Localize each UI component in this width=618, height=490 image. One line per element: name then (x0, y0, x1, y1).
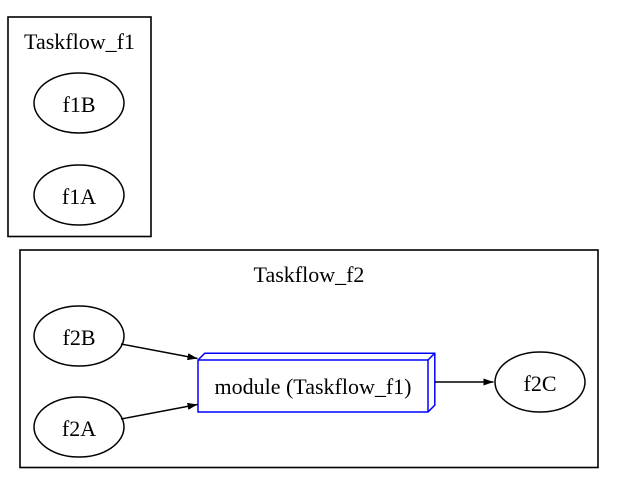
node-module-corner-edge (427, 352, 436, 361)
node-f2c-label: f2C (524, 371, 557, 396)
cluster-taskflow-f2: Taskflow_f2 f2B f2A module (Taskflow_f1)… (19, 249, 599, 469)
node-f2b-label: f2B (63, 325, 96, 350)
cluster-taskflow-f1-border (7, 16, 152, 238)
edge-f2b-to-module (120, 343, 198, 361)
node-f1a-label: f1A (62, 184, 96, 209)
cluster-taskflow-f2-border (19, 249, 599, 469)
node-f2a-label: f2A (62, 416, 96, 441)
node-f2c-ellipse (494, 351, 586, 413)
node-f2a-ellipse (33, 396, 125, 458)
node-f1a-ellipse (33, 164, 125, 226)
node-module-outline (197, 352, 436, 413)
node-module-box3d: module (Taskflow_f1) (197, 352, 436, 413)
node-f1b-label: f1B (63, 92, 96, 117)
node-f2b-ellipse (33, 305, 125, 367)
node-f2c: f2C (494, 351, 586, 413)
cluster-taskflow-f1: Taskflow_f1 f1B f1A (7, 16, 152, 238)
edge-f2a-to-module (120, 402, 198, 420)
cluster-taskflow-f2-label: Taskflow_f2 (254, 262, 365, 287)
node-f2a: f2A (33, 396, 125, 458)
node-f2b: f2B (33, 305, 125, 367)
cluster-taskflow-f1-label: Taskflow_f1 (24, 29, 135, 54)
node-f1b: f1B (33, 72, 125, 134)
node-f1a: f1A (33, 164, 125, 226)
node-module-label: module (Taskflow_f1) (214, 374, 411, 399)
node-f1b-ellipse (33, 72, 125, 134)
